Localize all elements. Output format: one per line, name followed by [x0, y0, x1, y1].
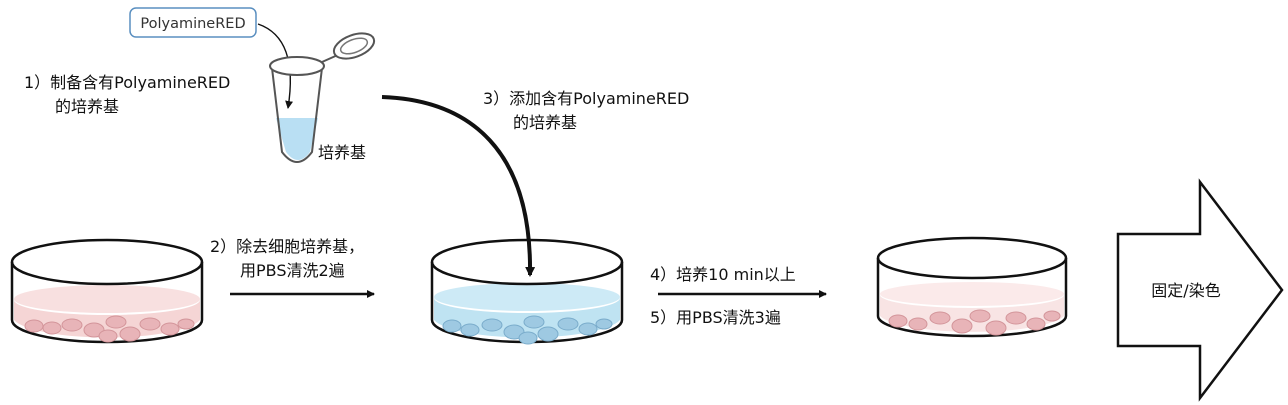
step1-text-line1: 1）制备含有PolyamineRED [24, 73, 230, 92]
tube-icon [269, 32, 376, 163]
reagent-tag: PolyamineRED [129, 7, 257, 38]
dish-original-medium [10, 238, 204, 344]
step2-text-line2: 用PBS清洗2遍 [240, 261, 345, 280]
step4-text: 4）培养10 min以上 [650, 265, 796, 284]
cells-pink [24, 315, 195, 343]
step2-text-line1: 2）除去细胞培养基， [210, 237, 364, 256]
dish-new-medium [430, 238, 624, 345]
tag-pointer-arrow [257, 23, 294, 109]
step3-text-line1: 3）添加含有PolyamineRED [483, 89, 689, 108]
add-medium-arrow [381, 95, 536, 277]
final-step-arrow: 固定/染色 [1116, 178, 1284, 402]
dish-washed [876, 236, 1068, 338]
cells-stained [888, 309, 1061, 336]
step5-text: 5）用PBS清洗3遍 [650, 308, 781, 327]
step3-text-line2: 的培养基 [513, 113, 577, 132]
tube-label: 培养基 [318, 143, 366, 162]
step1-text-line2: 的培养基 [55, 97, 119, 116]
final-step-label: 固定/染色 [1151, 281, 1220, 300]
cells-blue [442, 315, 613, 345]
reagent-tag-label: PolyamineRED [140, 16, 245, 32]
